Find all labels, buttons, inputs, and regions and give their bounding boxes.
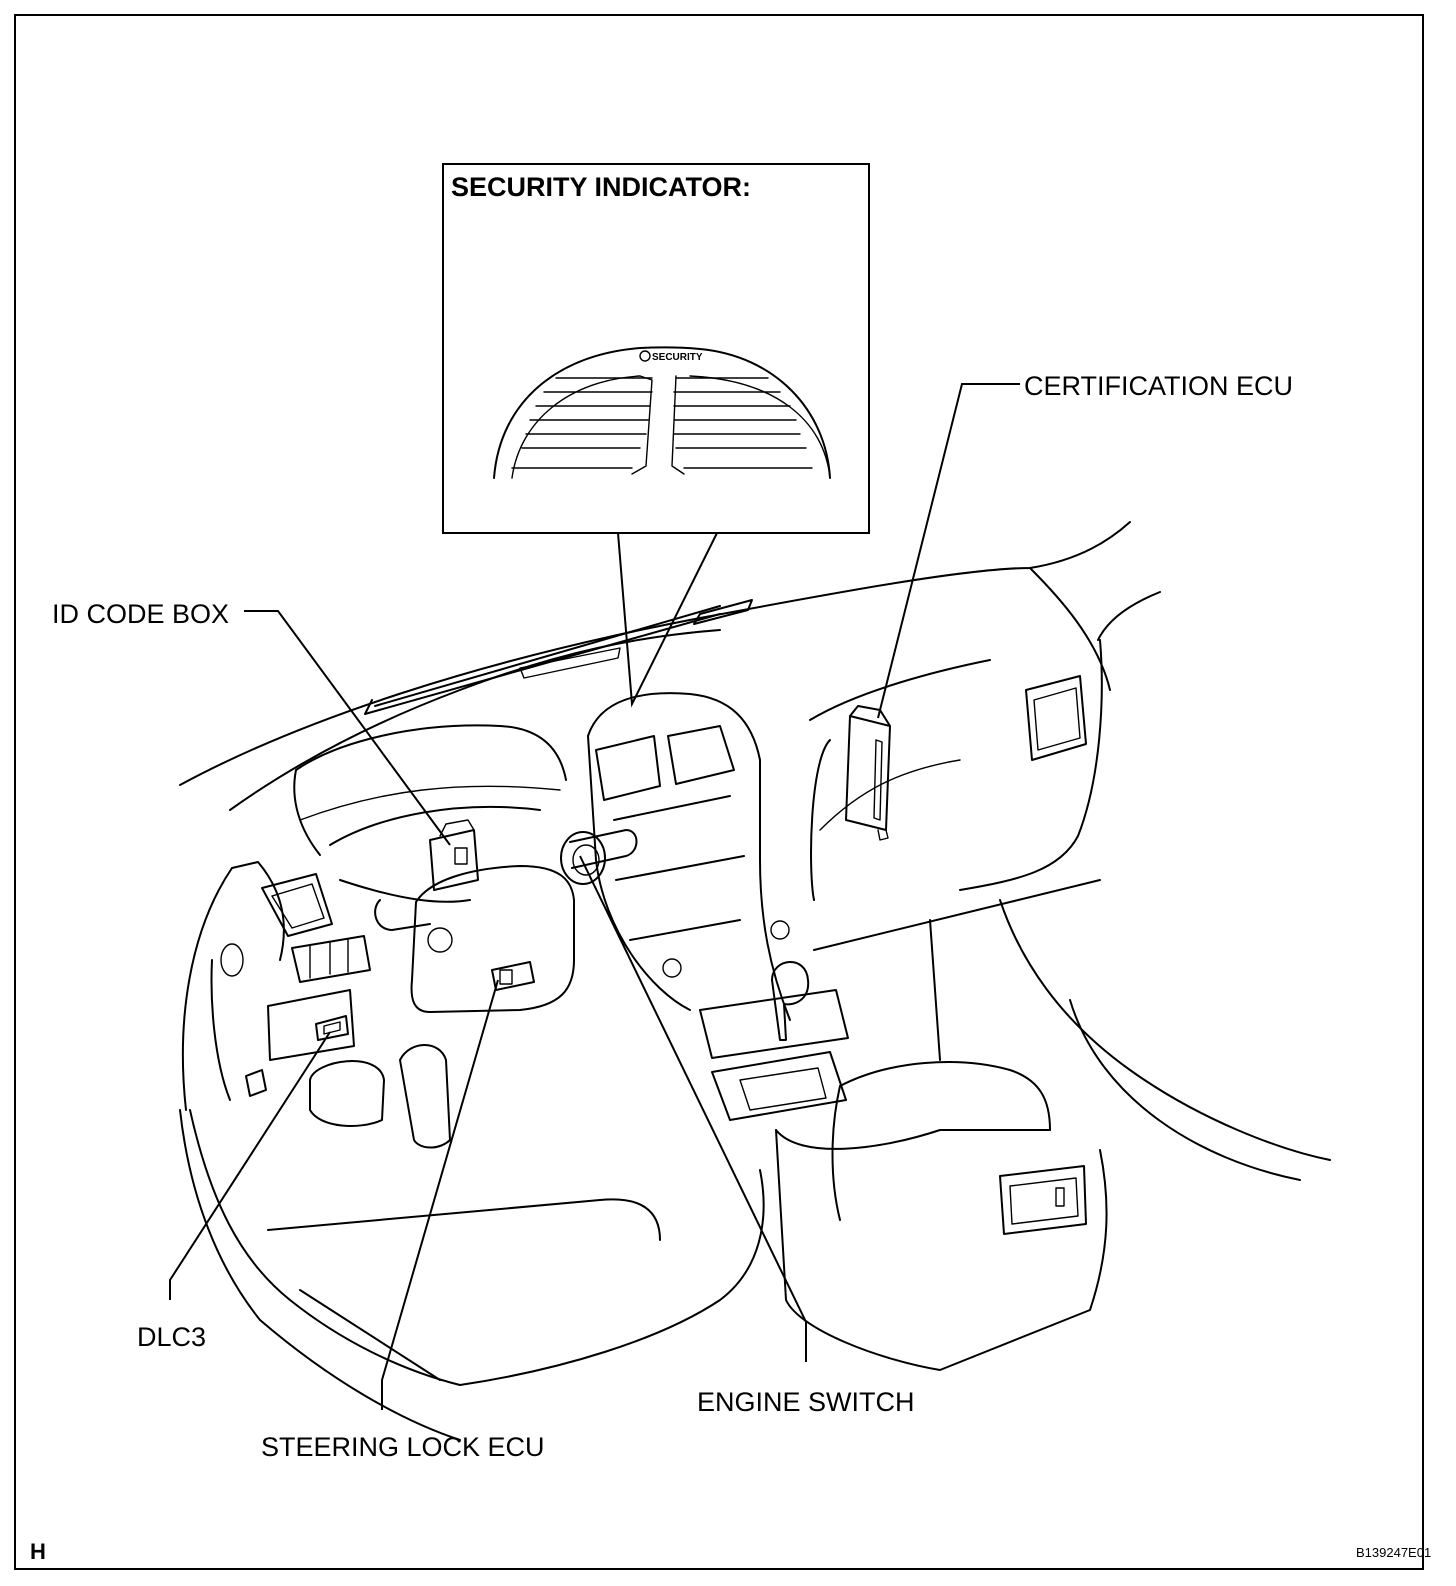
security-indicator-inset: SECURITY bbox=[442, 163, 870, 708]
left-dash-panel bbox=[181, 861, 371, 1111]
leader-dlc3 bbox=[169, 1031, 331, 1300]
diagram-frame bbox=[14, 14, 1424, 1570]
label-dlc3: DLC3 bbox=[137, 1322, 207, 1352]
security-indicator-text: SECURITY bbox=[652, 352, 703, 363]
certification-ecu-part bbox=[845, 705, 891, 841]
instrument-cluster bbox=[293, 724, 567, 903]
steering-lock-ecu-part bbox=[491, 961, 535, 991]
center-console bbox=[587, 692, 1108, 1371]
leader-engine-switch bbox=[579, 855, 807, 1362]
floor-and-seat bbox=[179, 899, 1331, 1441]
dashboard bbox=[179, 521, 1161, 951]
label-certification-ecu: CERTIFICATION ECU bbox=[1024, 371, 1294, 401]
leader-lines bbox=[169, 383, 1020, 1410]
leader-certification-ecu bbox=[877, 383, 1020, 719]
leader-steering-lock-ecu bbox=[381, 979, 499, 1410]
leader-id-code-box bbox=[244, 610, 451, 846]
id-code-box-part bbox=[429, 819, 479, 891]
steering-column bbox=[374, 829, 638, 1013]
label-steering-lock-ecu: STEERING LOCK ECU bbox=[261, 1432, 545, 1462]
engine-switch-part bbox=[560, 831, 606, 885]
inset-title: SECURITY INDICATOR: bbox=[451, 172, 752, 202]
section-letter: H bbox=[30, 1539, 46, 1564]
label-engine-switch: ENGINE SWITCH bbox=[697, 1387, 915, 1417]
figure-code: B139247E01 bbox=[1356, 1545, 1432, 1560]
label-id-code-box: ID CODE BOX bbox=[52, 599, 230, 629]
